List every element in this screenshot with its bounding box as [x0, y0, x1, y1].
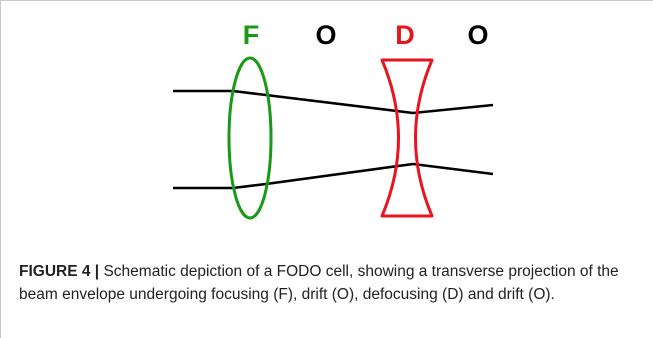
- defocusing-label: D: [395, 20, 415, 50]
- figure-caption: FIGURE 4 | Schematic depiction of a FODO…: [19, 260, 639, 306]
- caption-label: FIGURE 4 |: [19, 263, 100, 280]
- beam-envelope-upper: [173, 89, 494, 115]
- fodo-cell-diagram: F O D O: [173, 20, 494, 220]
- focusing-lens: [227, 56, 273, 220]
- focusing-label: F: [243, 20, 260, 50]
- drift-label-second: O: [467, 20, 488, 50]
- figure-left-border: [0, 0, 1, 338]
- drift-label-first: O: [315, 20, 336, 50]
- beam-envelope-lower: [173, 162, 494, 190]
- figure-top-border: [0, 0, 653, 1]
- caption-text: Schematic depiction of a FODO cell, show…: [19, 263, 619, 303]
- defocusing-lens: [380, 58, 434, 218]
